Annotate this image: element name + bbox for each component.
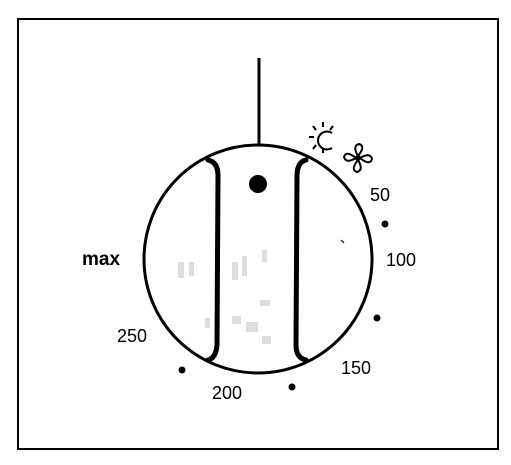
scale-dot (381, 220, 389, 228)
knob-texture (178, 250, 271, 344)
knob-body[interactable] (142, 143, 374, 375)
scale-dot (373, 314, 381, 322)
fan-icon (342, 142, 374, 174)
knob-left-grip (205, 157, 221, 363)
label-max: max (82, 249, 121, 270)
knob-position-dot (249, 175, 267, 193)
label-150: 150 (341, 358, 372, 378)
label-50: 50 (370, 185, 391, 205)
label-100: 100 (386, 250, 417, 270)
scale-dot (178, 366, 186, 374)
label-250: 250 (117, 326, 148, 346)
speck (340, 239, 345, 244)
knob-right-grip (293, 157, 309, 363)
scale-dot (288, 383, 296, 391)
label-200: 200 (212, 383, 243, 403)
diagram-frame (17, 18, 499, 450)
light-icon (309, 122, 334, 153)
